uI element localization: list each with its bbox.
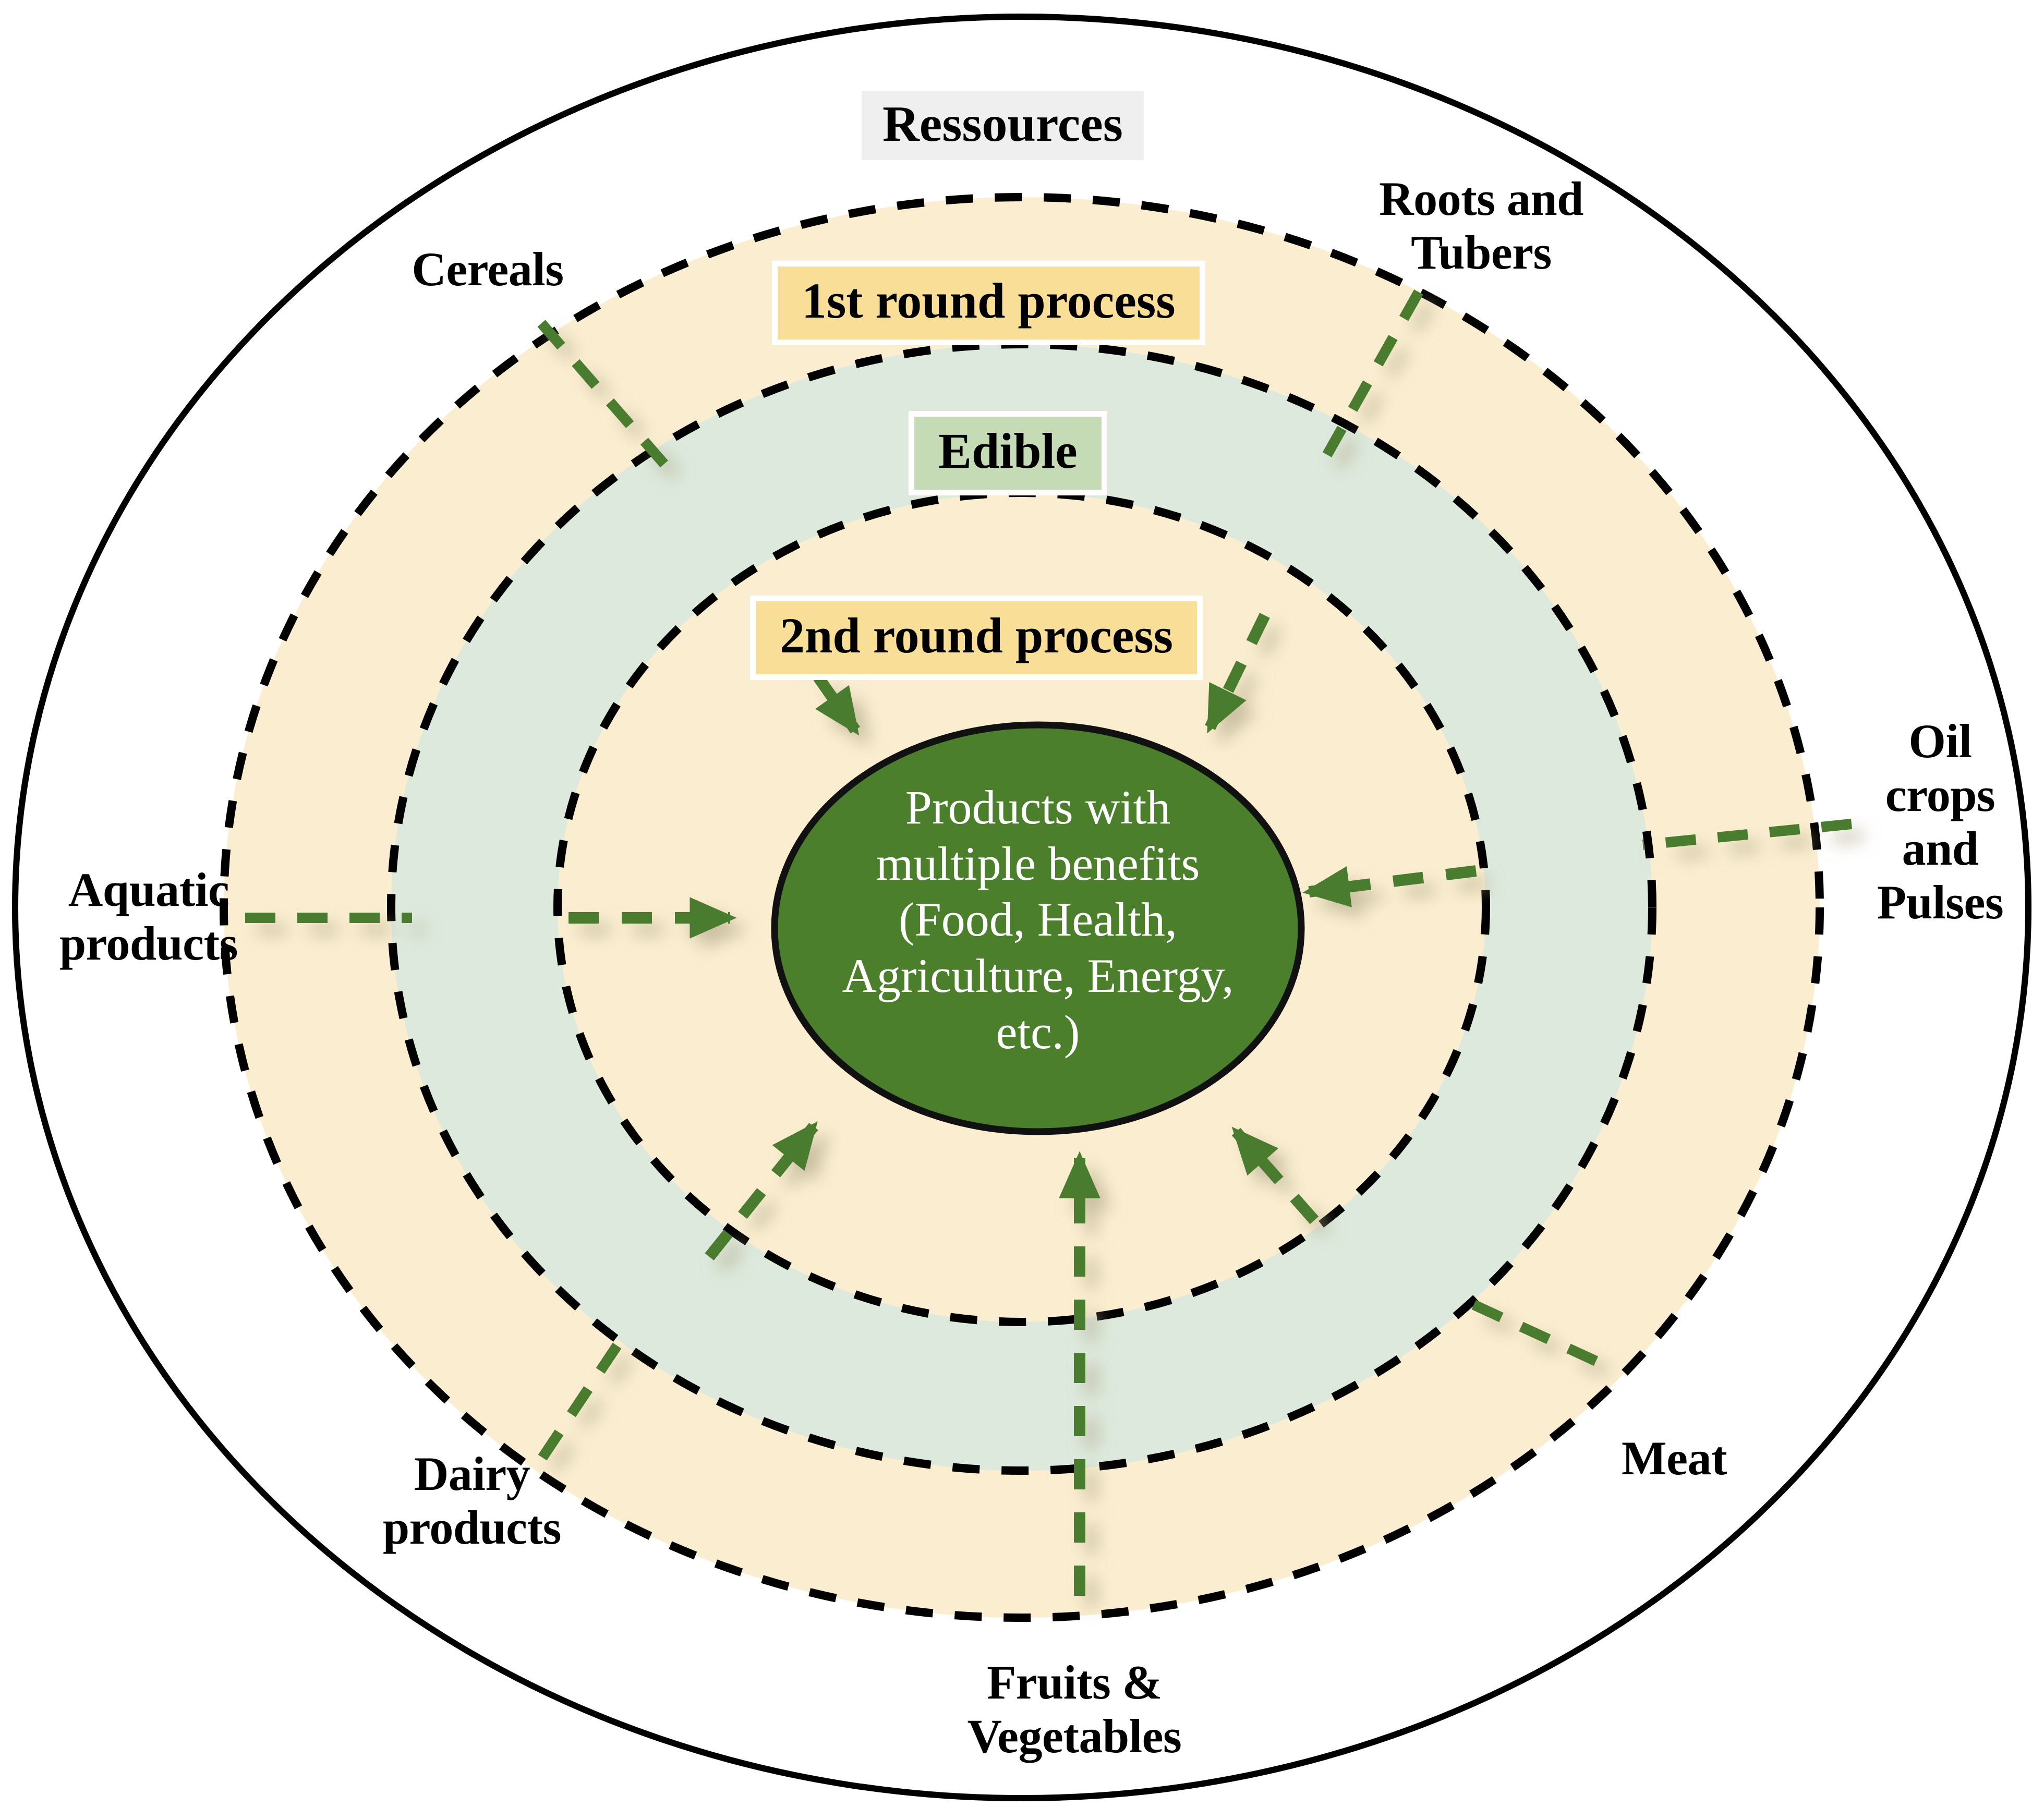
band-label-second-round-process: 2nd round process xyxy=(750,596,1203,680)
connector-roots-tubers xyxy=(1320,289,1423,462)
center-circle xyxy=(771,721,1305,1135)
arrow-meat-to-center xyxy=(1231,1126,1319,1224)
resource-label-meat: Meat xyxy=(1621,1432,1727,1485)
resource-label-dairy-products: Dairy products xyxy=(383,1447,561,1555)
band-label-edible: Edible xyxy=(909,411,1107,495)
connector-oil-crops xyxy=(1642,819,1852,850)
center-circle-label: Products with multiple benefits (Food, H… xyxy=(842,781,1234,1059)
diagram-title: Ressources xyxy=(862,91,1144,160)
connector-dairy-products xyxy=(538,1329,631,1461)
arrow-roots-to-center xyxy=(1205,613,1270,734)
resource-label-cereals: Cereals xyxy=(412,242,564,296)
arrow-dairy-to-center xyxy=(705,1121,818,1260)
connector-meat xyxy=(1458,1293,1599,1366)
resource-label-roots-and-tubers: Roots and Tubers xyxy=(1379,172,1583,280)
band-label-first-round-process: 1st round process xyxy=(772,261,1205,345)
resource-label-oil-crops-and-pulses: Oil crops and Pulses xyxy=(1877,714,2004,929)
resource-label-fruits-and-vegetables: Fruits & Vegetables xyxy=(967,1656,1182,1763)
arrow-oil-crops-to-center xyxy=(1302,865,1477,907)
connector-cereals xyxy=(537,320,682,483)
resource-label-aquatic-products: Aquatic products xyxy=(59,863,238,971)
